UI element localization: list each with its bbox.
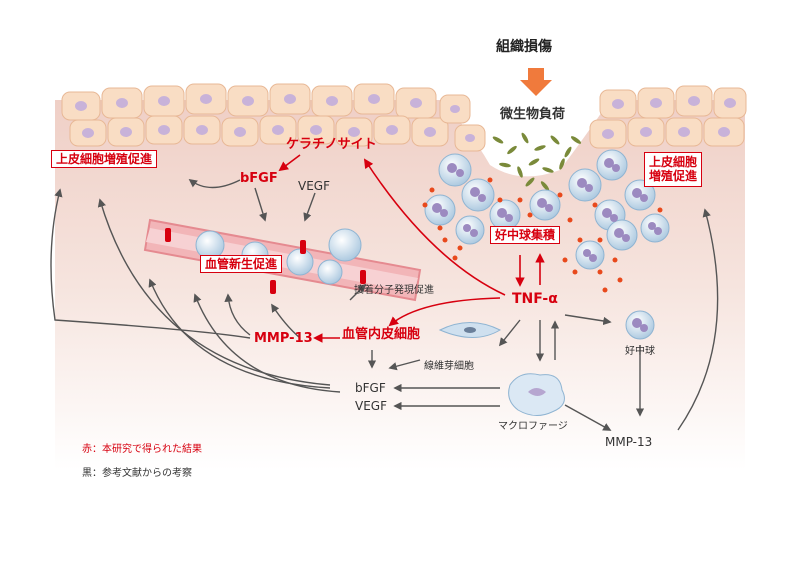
label-adhesion: 接着分子発現促進 [354,285,434,296]
label-epithelial-prolif-right-line2: 増殖促進 [649,169,698,184]
label-epithelial-prolif-right-line1: 上皮細胞 [649,155,698,169]
label-vegf-top: VEGF [298,179,330,193]
label-tnf: TNF-α [512,291,558,307]
label-macrophage: マクロファージ [498,421,568,432]
label-bfgf-bottom: bFGF [355,381,386,395]
bacteria [492,132,582,191]
legend-red: 赤：本研究で得られた結果 [82,444,202,455]
label-mmp13-left: MMP-13 [254,331,313,346]
epidermis-left-nuclei [75,94,475,142]
epidermis-left [61,83,486,152]
label-angiogenesis: 血管新生促進 [200,255,283,273]
fibroblast-shape [438,322,502,338]
label-vegf-bottom: VEGF [355,399,387,413]
label-neutrophil: 好中球 [625,346,655,357]
label-mmp13-right: MMP-13 [605,435,653,449]
label-microbial-load: 微生物負荷 [500,107,566,122]
legend-black: 黒：参考文献からの考察 [82,468,192,479]
label-bfgf-top: bFGF [240,171,278,186]
diagram-title: 組織損傷 [496,39,552,55]
macrophage-shape [508,373,565,416]
label-neutrophil-recruit: 好中球集積 [490,226,561,244]
arrows-red [278,154,545,343]
epidermis-right [589,85,747,149]
label-epithelial-prolif-right: 上皮細胞 増殖促進 [644,152,703,187]
arrows-gray [50,178,719,431]
label-keratinocyte: ケラチノサイト [286,137,377,152]
label-fibroblast: 線維芽細胞 [424,361,474,372]
epidermis-right-nuclei [602,96,736,139]
neutrophil-nuclei [432,158,662,332]
cytokine-dots [422,177,663,293]
label-epithelial-prolif-left: 上皮細胞増殖促進 [51,150,158,168]
injury-arrow [520,68,552,96]
label-endothelial: 血管内皮細胞 [342,327,421,342]
